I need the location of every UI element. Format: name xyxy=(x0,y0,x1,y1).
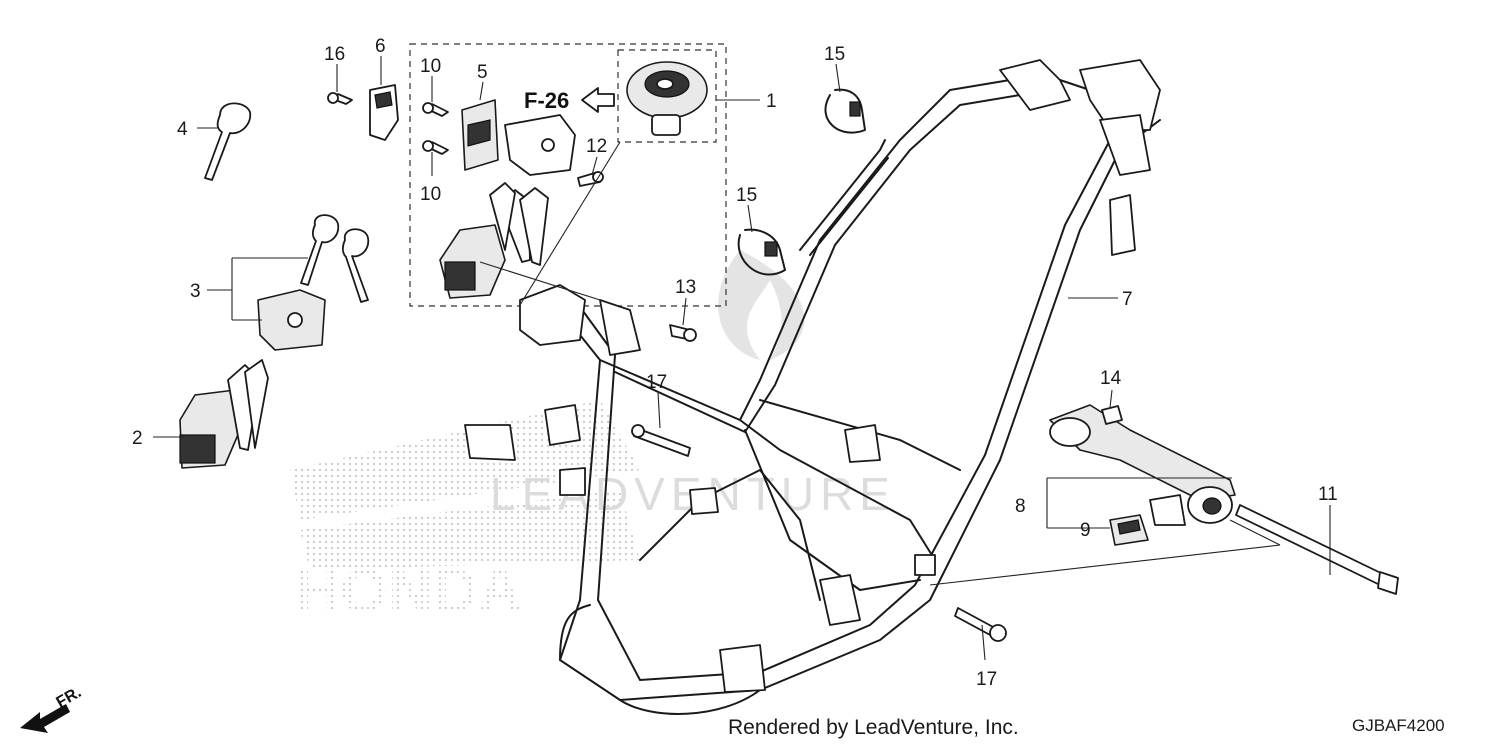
callout-9: 9 xyxy=(1080,520,1091,541)
callout-3: 3 xyxy=(190,281,201,302)
front-arrow-icon xyxy=(20,704,70,733)
callout-numbers: 1 2 3 4 5 6 7 8 9 10 10 11 12 13 14 15 1… xyxy=(132,36,1338,690)
main-frame xyxy=(464,59,1161,715)
leader-lines xyxy=(153,56,1331,661)
callout-8: 8 xyxy=(1015,496,1026,517)
part-17-bolt-lower xyxy=(954,607,1007,642)
f26-reference-arrow xyxy=(581,87,615,113)
render-credit: Rendered by LeadVenture, Inc. xyxy=(728,716,1019,739)
callout-1: 1 xyxy=(766,91,777,112)
part-12-screw xyxy=(577,171,604,187)
honda-watermark-text: HONDA xyxy=(295,557,522,626)
part-9-bushing xyxy=(1109,514,1149,546)
callout-13: 13 xyxy=(675,277,696,298)
part-5-switch-body xyxy=(461,99,499,171)
reference-f26: F-26 xyxy=(524,88,569,113)
part-15-band-upper xyxy=(824,88,866,134)
cap-detail-box xyxy=(617,49,717,143)
callout-5: 5 xyxy=(477,62,488,83)
part-1-cap xyxy=(626,61,708,136)
part-11-long-bolt xyxy=(1235,504,1399,595)
part-4-key xyxy=(204,102,252,181)
part-2-ignition-lock xyxy=(179,359,269,469)
ignition-switch-assembly xyxy=(439,182,549,299)
part-16-screw xyxy=(327,92,353,105)
part-14-nut xyxy=(1101,405,1123,425)
part-17-bolt-upper xyxy=(631,424,691,457)
callout-12: 12 xyxy=(586,136,607,157)
part-10-screws xyxy=(422,102,449,155)
part-13-bolt xyxy=(669,324,697,342)
callout-17a: 17 xyxy=(646,372,667,393)
callout-2: 2 xyxy=(132,428,143,449)
callout-14: 14 xyxy=(1100,368,1122,389)
detail-box xyxy=(409,43,727,307)
callout-15a: 15 xyxy=(824,44,845,65)
part-6-clip xyxy=(369,84,399,141)
callout-7: 7 xyxy=(1122,289,1133,310)
housing-part xyxy=(504,114,576,176)
callout-15b: 15 xyxy=(736,185,757,206)
callout-11: 11 xyxy=(1318,484,1338,505)
callout-4: 4 xyxy=(177,119,188,140)
part-3-key-set xyxy=(257,214,370,351)
front-label: FR. xyxy=(54,684,85,712)
part-8-engine-hanger xyxy=(1049,404,1236,526)
callout-17b: 17 xyxy=(976,669,997,690)
callout-6: 6 xyxy=(375,36,386,57)
front-direction-indicator: FR. xyxy=(20,684,84,733)
part-15-band-lower xyxy=(737,228,786,276)
callout-16: 16 xyxy=(324,44,345,65)
callout-10a: 10 xyxy=(420,56,441,77)
callout-10b: 10 xyxy=(420,184,441,205)
diagram-code: GJBAF4200 xyxy=(1352,716,1445,735)
